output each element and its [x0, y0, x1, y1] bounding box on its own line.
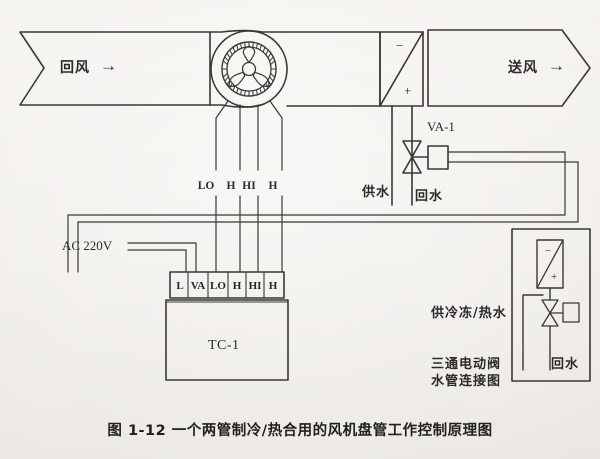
- controller-tc1: [165, 271, 289, 381]
- return-water-label: 回水: [415, 189, 444, 204]
- inset-minus-sign: −: [545, 245, 552, 257]
- valve-control-wiring: [67, 151, 579, 273]
- inset-return-label: 回水: [551, 357, 580, 372]
- inset-diagram: [511, 228, 591, 382]
- supply-air-arrow: →: [548, 56, 565, 75]
- terminal-l: L: [176, 280, 184, 292]
- wire-label-lo: LO: [197, 180, 215, 192]
- wire-label-hi: HI: [242, 180, 256, 192]
- inset-caption-line2: 水管连接图: [431, 374, 502, 389]
- control-valve: [402, 140, 449, 174]
- fan-wheel: [221, 41, 277, 97]
- coil-piping: [391, 105, 413, 206]
- inset-plus-sign: +: [551, 271, 558, 283]
- terminal-lo: LO: [210, 280, 226, 292]
- terminal-h-1: H: [232, 280, 242, 292]
- valve-tag-label: VA-1: [427, 119, 455, 134]
- fan-blade-teeth: [221, 41, 277, 97]
- terminal-h-2: H: [268, 280, 278, 292]
- supply-water-label: 供水: [362, 185, 391, 200]
- terminal-hi: HI: [248, 280, 262, 292]
- coil-box: [379, 31, 424, 107]
- fan-housing: [209, 29, 288, 108]
- return-air-duct: [19, 31, 211, 106]
- inset-caption-line1: 三通电动阀: [431, 357, 502, 372]
- coil-minus-sign: −: [396, 38, 404, 53]
- terminal-va: VA: [190, 280, 206, 292]
- controller-name-label: TC-1: [208, 338, 240, 353]
- supply-air-duct: [427, 29, 591, 107]
- wire-label-h-1: H: [226, 180, 236, 192]
- figure-caption: 图 1-12 一个两管制冷/热合用的风机盘管工作控制原理图: [107, 423, 493, 439]
- ac-power-wiring: [127, 242, 197, 273]
- return-air-label: 回风: [60, 60, 90, 76]
- ac-power-label: AC 220V: [62, 238, 113, 253]
- wire-label-h-2: H: [268, 180, 278, 192]
- fan-speed-wiring: [215, 100, 283, 273]
- return-air-arrow: →: [100, 56, 117, 75]
- coil-plus-sign: +: [404, 83, 412, 98]
- inset-supply-label: 供冷冻/热水: [431, 306, 507, 321]
- supply-air-label: 送风: [508, 60, 538, 76]
- middle-duct: [261, 31, 381, 107]
